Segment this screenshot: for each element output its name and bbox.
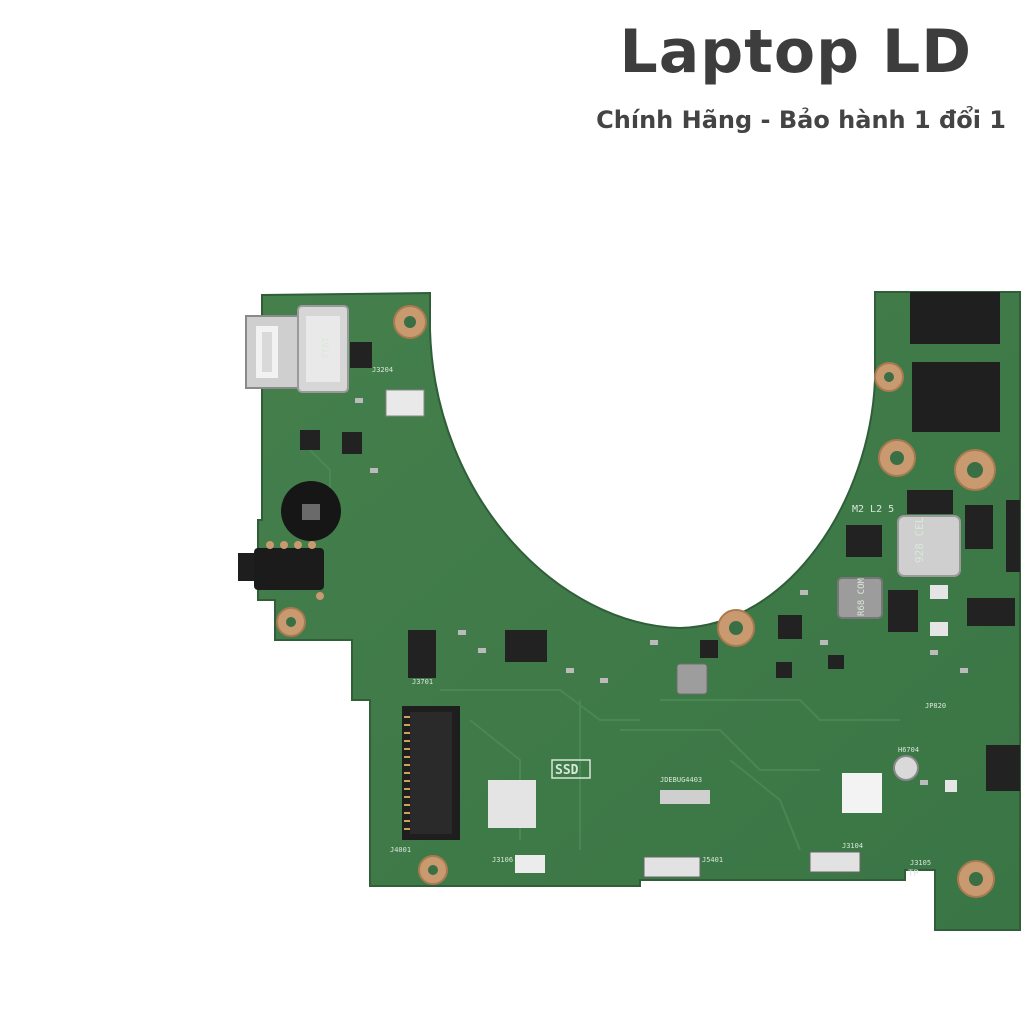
usb-port-mark: 1912 <box>319 337 329 359</box>
label-j3106: J3106 <box>492 856 513 864</box>
label-h6704: H6704 <box>898 746 919 754</box>
label-m2: M2 L2 5 <box>852 504 894 515</box>
ssd-m2-slot <box>402 706 460 840</box>
inductor-2: R68 COM <box>837 577 883 619</box>
label-j3104: J3104 <box>842 842 863 850</box>
small-connectors <box>385 389 919 878</box>
label-tp: TP <box>908 869 919 879</box>
brand-title: Laptop LD <box>619 17 972 87</box>
label-j3105: J3105 <box>910 859 931 867</box>
audio-jack <box>238 541 324 600</box>
label-j4001: J4001 <box>390 846 411 854</box>
usb-port: 1912 <box>245 305 349 393</box>
memory-chips <box>910 292 1000 432</box>
label-jdebug: JDEBUG4403 <box>660 776 702 784</box>
label-jp820: JP820 <box>925 702 946 710</box>
label-j3204: J3204 <box>372 366 393 374</box>
inductor-2-mark: R68 COM <box>857 577 867 616</box>
brand-subtitle: Chính Hãng - Bảo hành 1 đổi 1 <box>596 106 1006 134</box>
silkscreen-labels: SSD J3701 J4001 J3106 J5401 J3104 J3105 … <box>372 366 946 879</box>
label-j5401: J5401 <box>702 856 723 864</box>
ssd-label: SSD <box>555 763 579 778</box>
ic-chips <box>300 342 1020 791</box>
label-j3701: J3701 <box>412 678 433 686</box>
